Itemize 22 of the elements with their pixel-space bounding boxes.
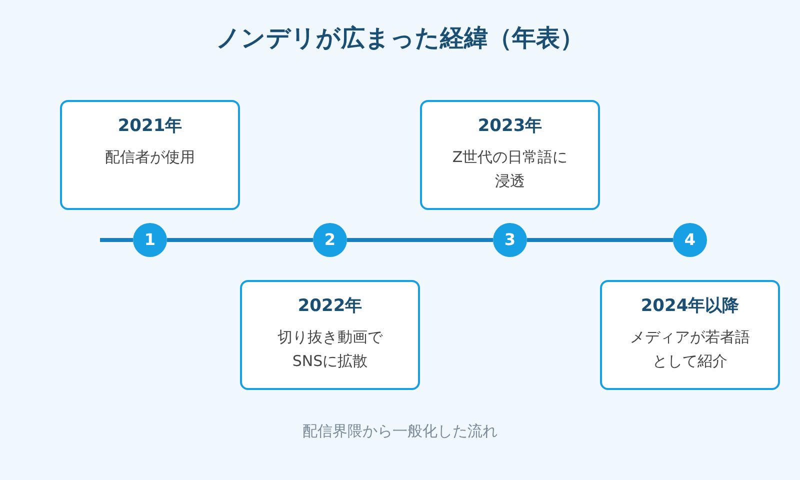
year-heading: 2024年以降 [640,295,740,317]
event-card [420,100,600,210]
event-card [240,280,420,390]
step-number-circle: 3 [493,223,527,257]
event-card [600,280,780,390]
year-heading: 2023年 [478,115,542,137]
event-text: メディアが若者語として紹介 [629,327,751,372]
caption: 配信界隈から一般化した流れ [302,422,498,441]
year-heading: 2021年 [118,115,182,137]
timeline-line [527,238,673,242]
step-number-circle: 1 [133,223,167,257]
event-text: 配信者が使用 [104,147,196,168]
event-text: 切り抜き動画でSNSに拡散 [276,327,384,372]
event-card [60,100,240,210]
step-number-circle: 2 [313,223,347,257]
title: ノンデリが広まった経緯（年表） [215,23,585,54]
event-text: Z世代の日常語に浸透 [451,147,569,192]
year-heading: 2022年 [298,295,362,317]
step-number-circle: 4 [673,223,707,257]
timeline-line [167,238,313,242]
timeline-line [100,238,133,242]
timeline-line [347,238,493,242]
